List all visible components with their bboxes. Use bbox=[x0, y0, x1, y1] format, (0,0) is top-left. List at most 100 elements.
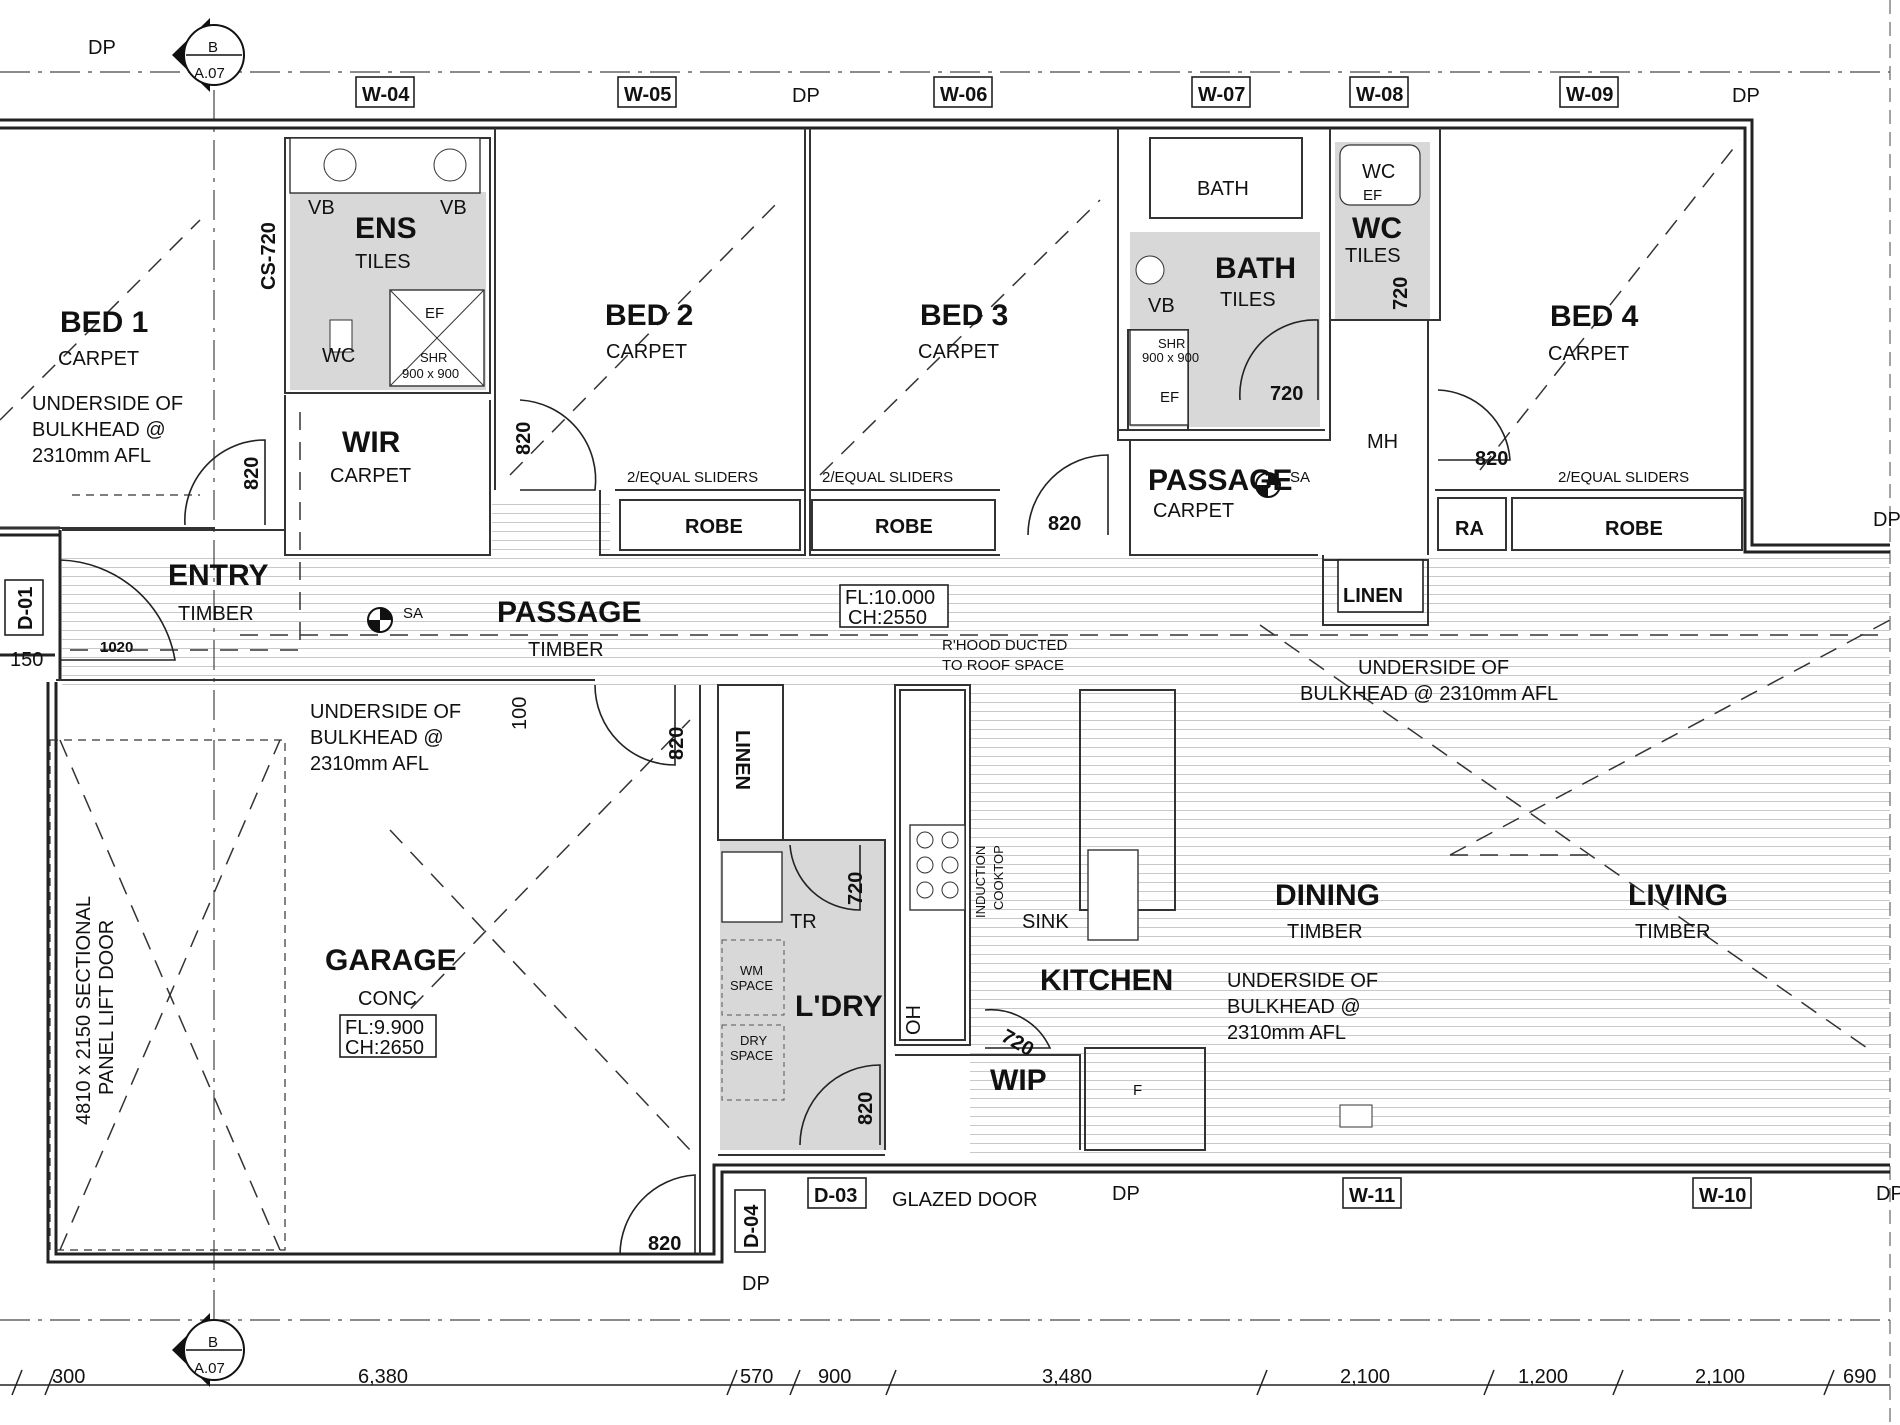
exterior-walls bbox=[0, 118, 1890, 1264]
svg-text:UNDERSIDE OF: UNDERSIDE OF bbox=[1227, 970, 1378, 992]
bed1-finish: CARPET bbox=[58, 348, 139, 370]
svg-text:820: 820 bbox=[855, 1092, 877, 1125]
svg-text:GLAZED DOOR: GLAZED DOOR bbox=[892, 1189, 1038, 1211]
svg-text:TR: TR bbox=[790, 911, 817, 933]
garage-finish: CONC bbox=[358, 988, 417, 1010]
entry-name: ENTRY bbox=[168, 559, 269, 592]
dimension-ticks bbox=[11, 1369, 1835, 1396]
window-w06: W-06 bbox=[940, 84, 987, 106]
svg-text:300: 300 bbox=[52, 1366, 85, 1388]
svg-text:DP: DP bbox=[1112, 1183, 1140, 1205]
svg-text:150: 150 bbox=[10, 649, 43, 671]
svg-text:820: 820 bbox=[648, 1233, 681, 1255]
svg-text:2310mm AFL: 2310mm AFL bbox=[310, 753, 429, 775]
door-swings bbox=[59, 319, 1511, 1256]
svg-text:CS-720: CS-720 bbox=[258, 222, 280, 290]
svg-text:LINEN: LINEN bbox=[1343, 585, 1403, 607]
svg-text:UNDERSIDE OF: UNDERSIDE OF bbox=[310, 701, 461, 723]
svg-text:PANEL LIFT DOOR: PANEL LIFT DOOR bbox=[96, 920, 118, 1095]
laundry-name: L'DRY bbox=[795, 990, 883, 1023]
window-w11: W-11 bbox=[1349, 1185, 1395, 1207]
window-w07: W-07 bbox=[1198, 84, 1245, 106]
svg-text:WC: WC bbox=[1362, 161, 1395, 183]
svg-text:SA: SA bbox=[403, 605, 423, 622]
svg-text:BULKHEAD @ 2310mm AFL: BULKHEAD @ 2310mm AFL bbox=[1300, 683, 1558, 705]
svg-text:MH: MH bbox=[1367, 431, 1398, 453]
smoke-alarms bbox=[367, 472, 1281, 633]
svg-text:VB: VB bbox=[308, 197, 335, 219]
svg-text:1,200: 1,200 bbox=[1518, 1366, 1568, 1388]
svg-text:B: B bbox=[208, 1334, 218, 1351]
bed4-name: BED 4 bbox=[1550, 300, 1639, 333]
timber-floor bbox=[62, 500, 1890, 1155]
bed4-finish: CARPET bbox=[1548, 343, 1629, 365]
svg-text:DP: DP bbox=[88, 37, 116, 59]
svg-text:BATH: BATH bbox=[1197, 178, 1249, 200]
svg-text:1020: 1020 bbox=[100, 639, 133, 656]
svg-text:900: 900 bbox=[818, 1366, 851, 1388]
svg-text:570: 570 bbox=[740, 1366, 773, 1388]
svg-text:LINEN: LINEN bbox=[731, 730, 753, 790]
svg-text:2310mm AFL: 2310mm AFL bbox=[1227, 1022, 1346, 1044]
svg-text:UNDERSIDE OF: UNDERSIDE OF bbox=[32, 393, 183, 415]
svg-text:BULKHEAD @: BULKHEAD @ bbox=[32, 419, 166, 441]
window-w10: W-10 bbox=[1699, 1185, 1746, 1207]
svg-text:720: 720 bbox=[1390, 277, 1412, 310]
svg-text:DRY: DRY bbox=[740, 1033, 768, 1048]
svg-text:SPACE: SPACE bbox=[730, 978, 773, 993]
passage-main-finish: TIMBER bbox=[528, 639, 604, 661]
wc-finish: TILES bbox=[1345, 245, 1401, 267]
living-name: LIVING bbox=[1628, 879, 1728, 912]
svg-text:ROBE: ROBE bbox=[875, 516, 933, 538]
svg-text:DP: DP bbox=[1873, 509, 1900, 531]
svg-text:FL:10.000: FL:10.000 bbox=[845, 587, 935, 609]
fixtures bbox=[289, 137, 1421, 1128]
svg-text:UNDERSIDE OF: UNDERSIDE OF bbox=[1358, 657, 1509, 679]
section-marker-bottom bbox=[172, 1313, 245, 1387]
svg-text:A.07: A.07 bbox=[194, 65, 225, 82]
wir-finish: CARPET bbox=[330, 465, 411, 487]
svg-text:820: 820 bbox=[513, 422, 535, 455]
svg-text:2,100: 2,100 bbox=[1340, 1366, 1390, 1388]
bed2-finish: CARPET bbox=[606, 341, 687, 363]
svg-text:CH:2550: CH:2550 bbox=[848, 607, 927, 629]
svg-text:4810 x 2150 SECTIONAL: 4810 x 2150 SECTIONAL bbox=[73, 896, 95, 1125]
svg-text:ROBE: ROBE bbox=[685, 516, 743, 538]
bed1-name: BED 1 bbox=[60, 306, 148, 339]
bulkhead-lines bbox=[49, 400, 1891, 1251]
window-boxes bbox=[4, 76, 1752, 1253]
window-w04: W-04 bbox=[362, 84, 410, 106]
svg-text:EF: EF bbox=[1160, 389, 1179, 406]
bath-finish: TILES bbox=[1220, 289, 1276, 311]
ens-finish: TILES bbox=[355, 251, 411, 273]
svg-text:OH: OH bbox=[903, 1005, 925, 1035]
svg-text:CH:2650: CH:2650 bbox=[345, 1037, 424, 1059]
svg-text:SPACE: SPACE bbox=[730, 1048, 773, 1063]
wc-name: WC bbox=[1352, 212, 1402, 245]
svg-text:2,100: 2,100 bbox=[1695, 1366, 1745, 1388]
svg-text:EF: EF bbox=[425, 305, 444, 322]
door-d04: D-04 bbox=[741, 1204, 763, 1248]
svg-text:RA: RA bbox=[1455, 518, 1484, 540]
wir-name: WIR bbox=[342, 426, 401, 459]
garage-name: GARAGE bbox=[325, 944, 457, 977]
room-labels: BED 1 CARPET ENS TILES WIR CARPET BED 2 … bbox=[58, 212, 1728, 1097]
svg-text:TO ROOF SPACE: TO ROOF SPACE bbox=[942, 657, 1064, 674]
svg-text:720: 720 bbox=[1270, 383, 1303, 405]
bulkhead-notes: UNDERSIDE OF BULKHEAD @ 2310mm AFL UNDER… bbox=[32, 393, 1558, 1044]
svg-text:DP: DP bbox=[1732, 85, 1760, 107]
svg-text:DP: DP bbox=[1876, 1183, 1900, 1205]
svg-text:SA: SA bbox=[1290, 469, 1310, 486]
wip-name: WIP bbox=[990, 1064, 1047, 1097]
bed3-finish: CARPET bbox=[918, 341, 999, 363]
dining-finish: TIMBER bbox=[1287, 921, 1363, 943]
svg-text:DP: DP bbox=[742, 1273, 770, 1295]
svg-text:820: 820 bbox=[241, 457, 263, 490]
window-w05: W-05 bbox=[624, 84, 671, 106]
svg-text:COOKTOP: COOKTOP bbox=[991, 845, 1006, 910]
ens-name: ENS bbox=[355, 212, 417, 245]
svg-text:820: 820 bbox=[666, 727, 688, 760]
svg-text:900 x 900: 900 x 900 bbox=[402, 366, 459, 381]
svg-text:2/EQUAL SLIDERS: 2/EQUAL SLIDERS bbox=[1558, 469, 1689, 486]
door-d03: D-03 bbox=[814, 1185, 857, 1207]
